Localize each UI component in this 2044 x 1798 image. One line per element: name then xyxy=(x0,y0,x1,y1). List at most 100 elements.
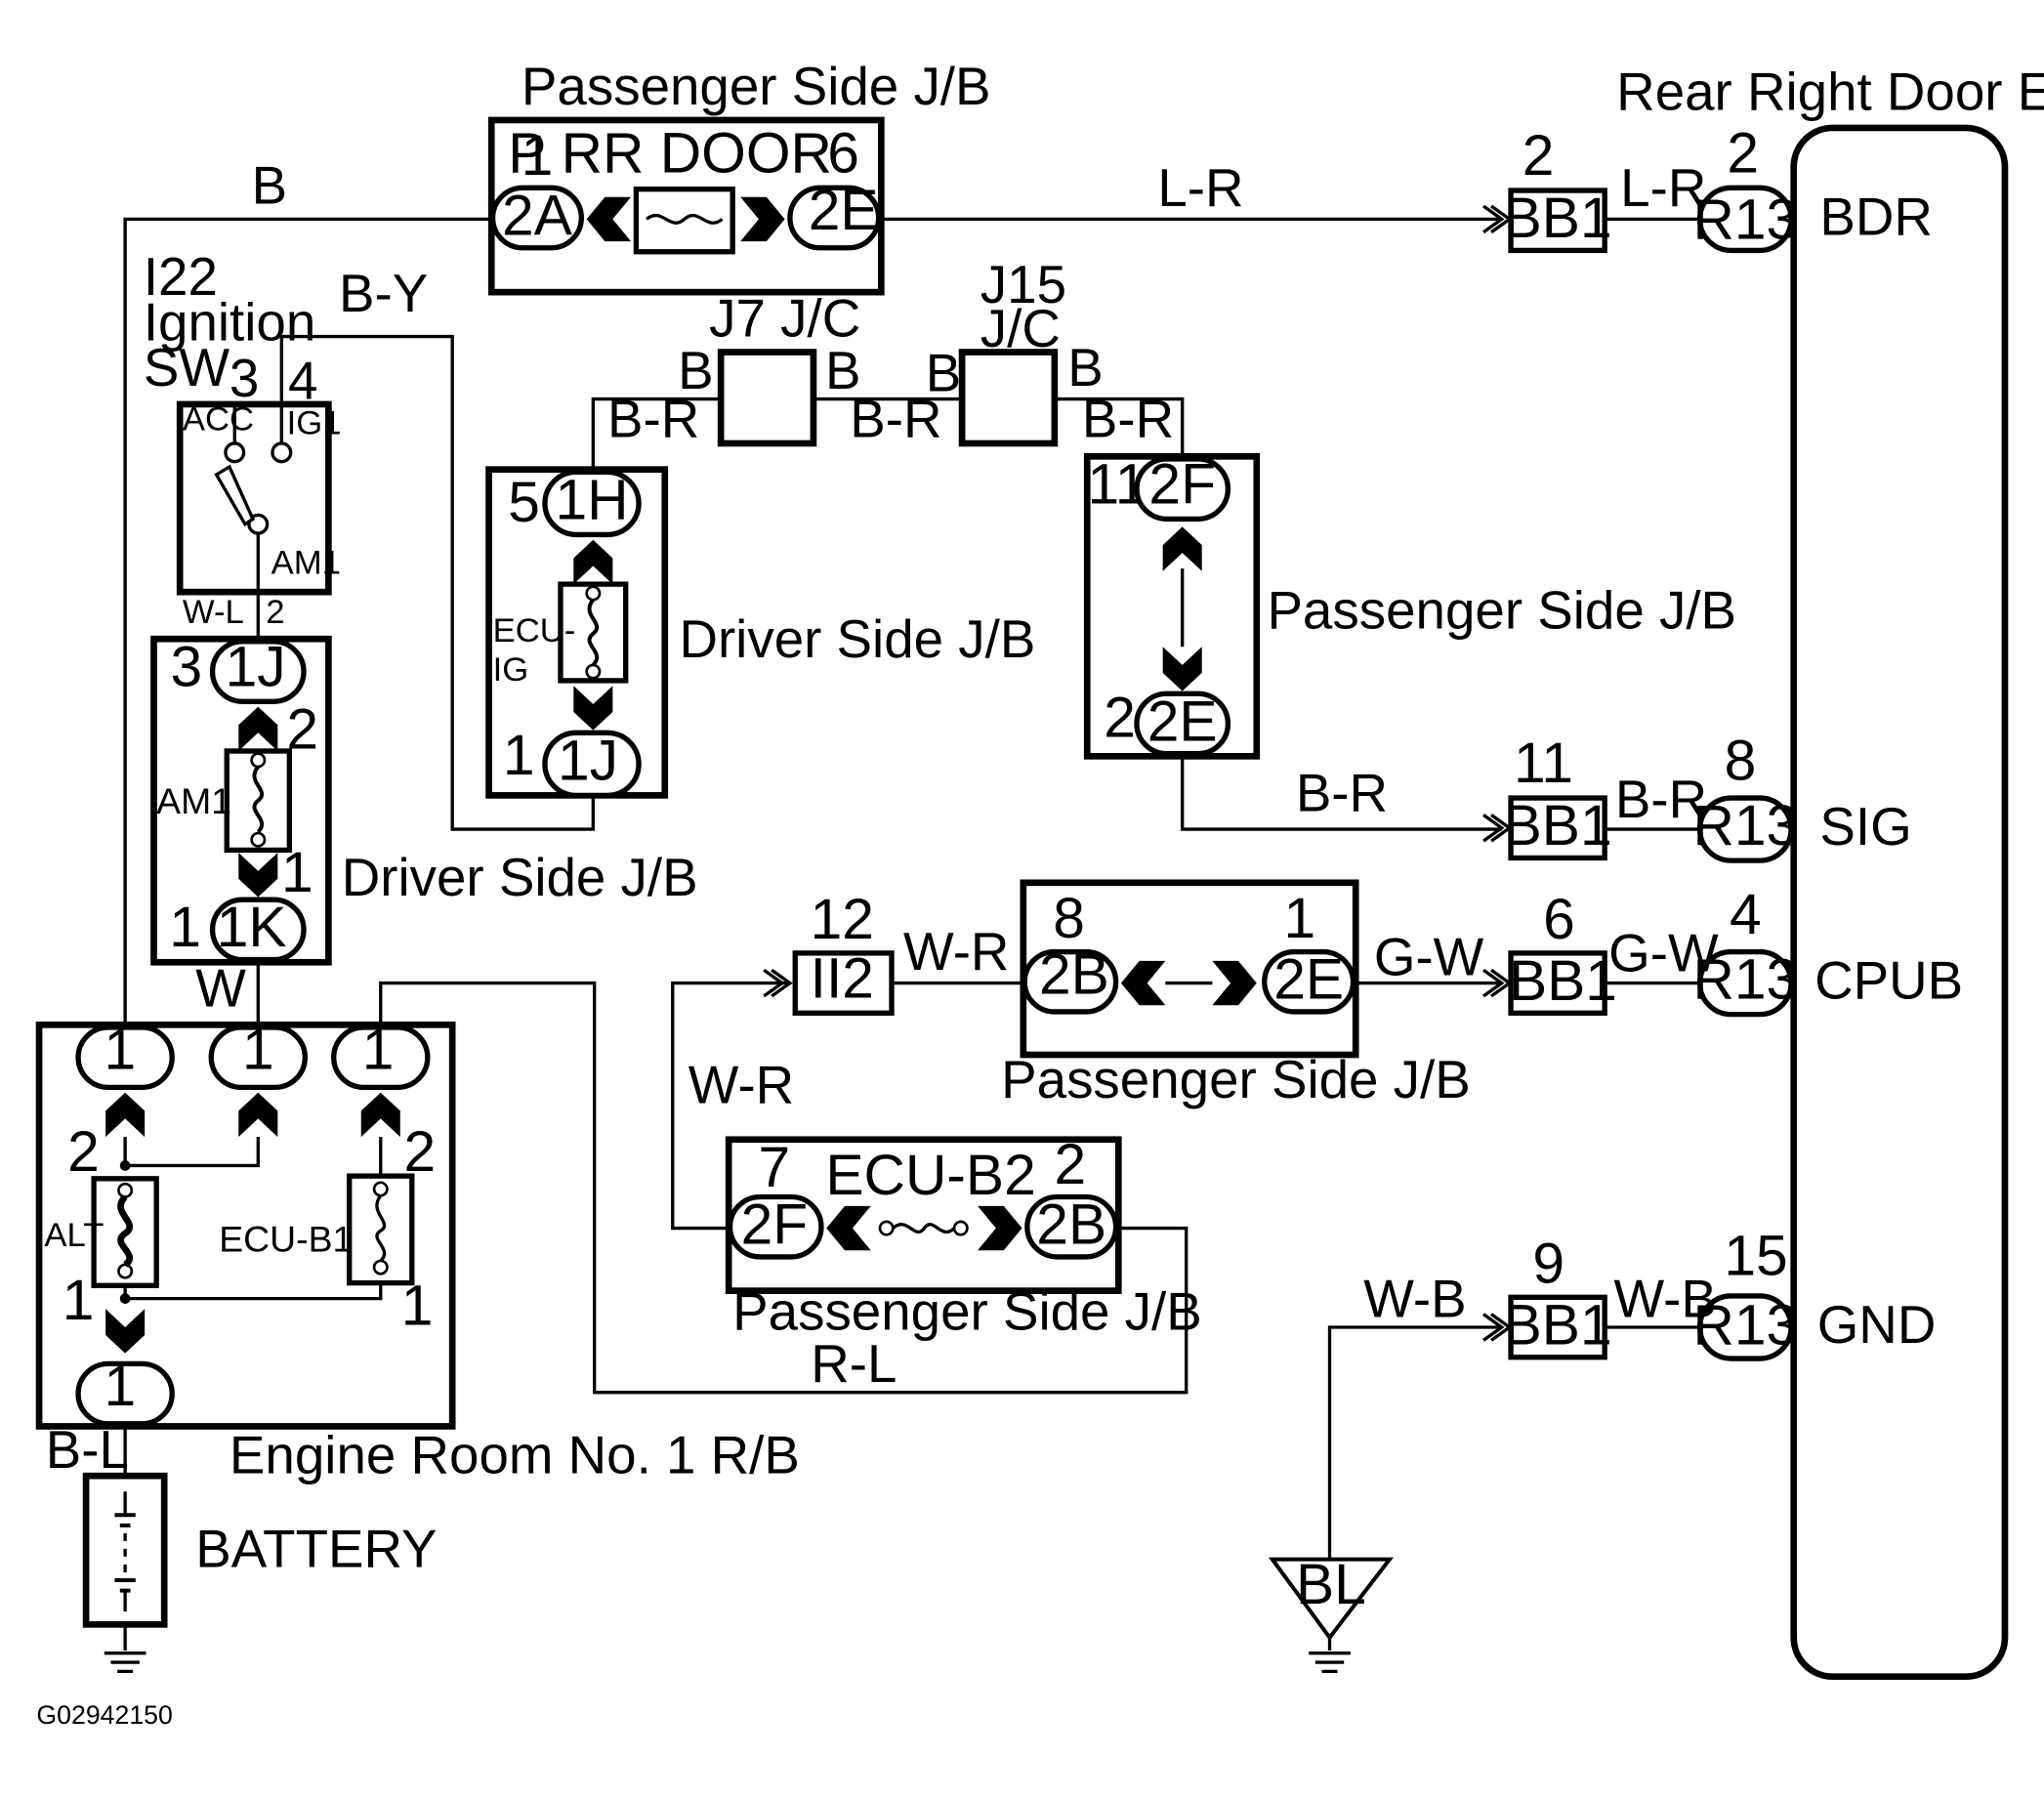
wire-label: G-W xyxy=(1608,923,1719,983)
connector-label: 1 xyxy=(242,1019,274,1082)
connector-2a xyxy=(489,185,584,251)
wire-w-b xyxy=(1327,1325,1502,1560)
r13-connector-bdr: R13 2 xyxy=(1692,121,1798,254)
jb-title: Passenger Side J/B xyxy=(1001,1049,1471,1109)
connector-1j xyxy=(542,730,642,799)
fuse-label: ECU-B1 xyxy=(219,1219,353,1260)
pin-number: 1 xyxy=(503,724,535,787)
arrow-right-icon xyxy=(740,196,785,242)
fuse-element-icon xyxy=(892,1223,956,1234)
r13-connector-sig: R13 8 xyxy=(1692,729,1798,863)
fuse-label: ALT xyxy=(44,1217,104,1254)
wire-b-top xyxy=(123,217,493,1025)
connector-2e xyxy=(787,185,882,251)
wires xyxy=(123,217,1700,1652)
connector-label: 1J xyxy=(226,635,286,698)
wire-label: G-W xyxy=(1374,927,1484,987)
r13-pin: 2 xyxy=(1727,121,1759,185)
connector-2e xyxy=(1134,690,1231,757)
connector-label: 2F xyxy=(741,1193,809,1257)
connector-label: 2B xyxy=(1039,942,1109,1006)
fuse-label: ECU-B2 xyxy=(825,1144,1035,1207)
wire-internal xyxy=(123,1282,383,1301)
connector-label: 1K xyxy=(217,896,287,959)
r13-label: R13 xyxy=(1692,794,1798,857)
j7-box xyxy=(717,349,817,447)
arrow-right-icon xyxy=(978,1205,1022,1251)
connector-label: 2E xyxy=(1273,948,1344,1012)
wire-label: L-R xyxy=(1620,157,1706,218)
passenger-jb-top: Passenger Side J/B 1 P RR DOOR 6 2A 2E xyxy=(487,56,991,296)
pin-number: 7 xyxy=(759,1136,791,1199)
ign-acc-label: ACC xyxy=(183,401,254,439)
ground-icon xyxy=(1309,1652,1351,1674)
jb-title: Passenger Side J/B xyxy=(1267,580,1736,641)
wire-label: B-R xyxy=(1615,769,1707,829)
fuse-label: AM1 xyxy=(156,780,231,821)
fuse-element-icon xyxy=(375,1194,387,1263)
wire-b-y xyxy=(279,334,596,831)
arrow-down-icon xyxy=(238,853,278,898)
connector-1 xyxy=(208,1024,309,1091)
connector-2f xyxy=(1134,456,1231,523)
wire-label: L-R xyxy=(1157,157,1243,218)
ign-name-1: Ignition xyxy=(144,292,315,353)
wire-label: W-L xyxy=(183,594,244,631)
pin-number: 1 xyxy=(63,1269,95,1332)
j7-label: J7 J/C xyxy=(709,288,860,349)
connector-1 xyxy=(75,1024,175,1091)
pin-number: 6 xyxy=(827,121,859,185)
arrow-up-icon xyxy=(238,706,278,751)
battery: BATTERY xyxy=(82,1472,438,1674)
wire-label: W-R xyxy=(688,1054,794,1114)
pin-number: 2 xyxy=(67,1120,100,1184)
wire-label: B xyxy=(1067,337,1104,397)
r13-connector-cpub: R13 4 xyxy=(1692,883,1798,1018)
fuse-label-1: ECU- xyxy=(493,612,576,649)
arrow-up-icon xyxy=(573,539,613,585)
battery-box xyxy=(82,1472,168,1628)
rb-title: Engine Room No. 1 R/B xyxy=(229,1424,800,1484)
j15-box xyxy=(958,349,1059,447)
pin-number: 12 xyxy=(811,888,874,951)
fuse-element-icon xyxy=(252,765,265,834)
wire-internal xyxy=(123,1137,260,1168)
wire-label: W-R xyxy=(903,921,1009,982)
ign-ig1-label: IG1 xyxy=(287,405,342,442)
connector-label: 1 xyxy=(104,1355,136,1418)
connector-label: 2A xyxy=(502,184,573,247)
r13-label: R13 xyxy=(1692,948,1798,1012)
jb-box xyxy=(1020,879,1359,1059)
driver-jb-ecu-ig: 5 1H ECU- IG 1 1J Driver Side J/B xyxy=(485,466,1035,799)
jb-title: Driver Side J/B xyxy=(342,847,698,907)
r13-label: R13 xyxy=(1692,188,1798,251)
wire-label: B-R xyxy=(1082,388,1174,448)
connector-1 xyxy=(75,1360,175,1427)
arrow-down-icon xyxy=(1162,647,1202,691)
arrow-down-icon xyxy=(573,686,613,731)
pin-number: 1 xyxy=(1283,887,1315,950)
wire-label: W xyxy=(195,958,246,1019)
bb1-bdr: BB1 2 xyxy=(1481,124,1612,254)
connector-2b xyxy=(1022,948,1119,1015)
r13-pin: 15 xyxy=(1724,1225,1787,1288)
connector-label: 2E xyxy=(1147,690,1218,753)
pin-number: 1 xyxy=(401,1274,434,1337)
arrow-left-icon xyxy=(826,1205,871,1251)
pin-number: 2 xyxy=(1055,1133,1087,1196)
wire-label: B-Y xyxy=(339,263,428,323)
wire-label: W-B xyxy=(1363,1268,1466,1328)
ground-icon xyxy=(104,1652,146,1674)
wire-w-r-loop xyxy=(671,981,789,1231)
arrow-left-icon xyxy=(586,196,632,242)
fuse-element-icon xyxy=(117,1194,133,1268)
ign-code: I22 xyxy=(144,246,218,307)
connector-2b xyxy=(1024,1193,1119,1260)
jb-box xyxy=(725,1136,1122,1294)
pin-number: 3 xyxy=(171,635,203,698)
connector-1j xyxy=(209,639,307,704)
wire-label: B xyxy=(678,340,714,400)
ignition-switch: I22 Ignition SW 3 4 ACC IG1 AM1 2 xyxy=(144,246,342,631)
wire-label: B-R xyxy=(850,388,941,448)
jb-box xyxy=(150,635,332,966)
